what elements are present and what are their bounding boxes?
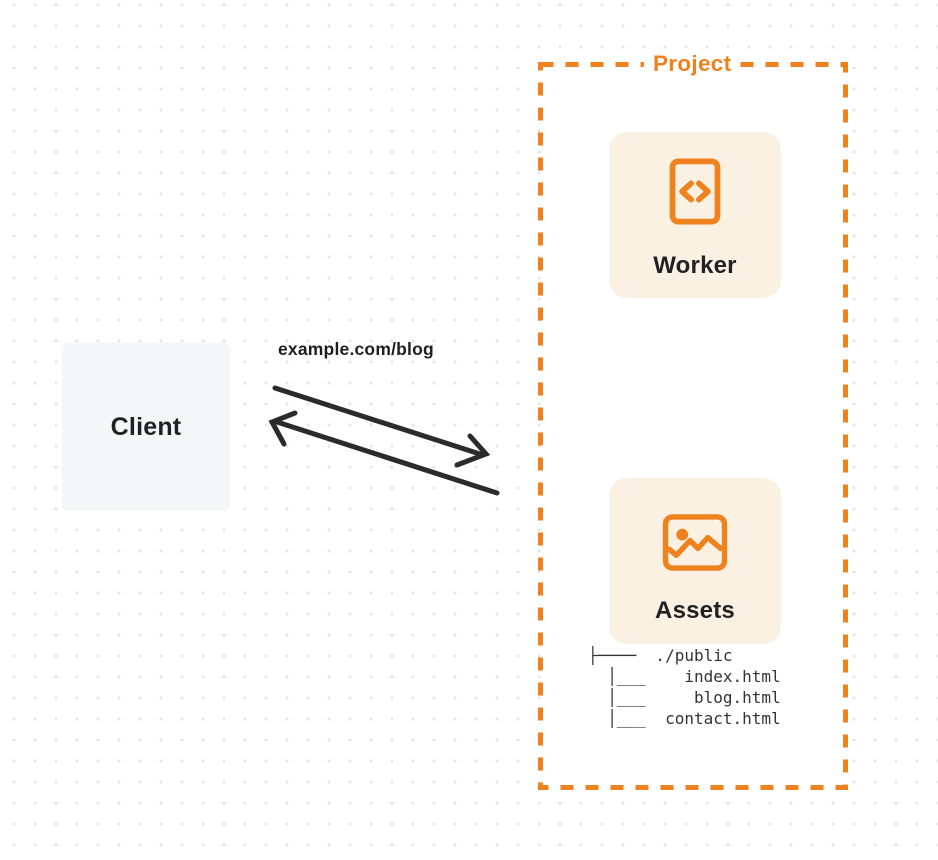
project-title: Project bbox=[644, 51, 741, 77]
request-arrow bbox=[272, 385, 491, 468]
image-icon bbox=[662, 514, 728, 571]
worker-label: Worker bbox=[653, 252, 737, 279]
worker-node: Worker bbox=[609, 132, 781, 298]
request-url-label: example.com/blog bbox=[278, 339, 434, 359]
code-file-icon bbox=[669, 158, 721, 225]
client-node: Client bbox=[62, 343, 230, 511]
assets-file-tree: ├──── ./public │___ index.html │___ blog… bbox=[588, 646, 781, 728]
response-arrow bbox=[268, 410, 500, 496]
assets-label: Assets bbox=[655, 597, 735, 624]
assets-node: Assets bbox=[609, 478, 781, 644]
client-label: Client bbox=[110, 412, 182, 441]
